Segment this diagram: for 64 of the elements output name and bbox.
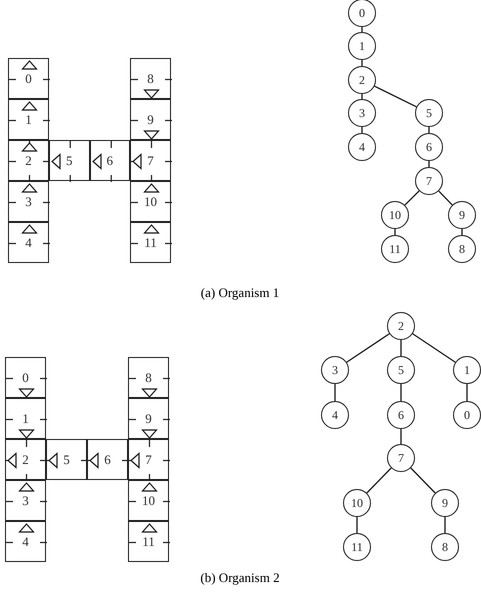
module-cell: 5 — [49, 140, 90, 181]
tree-node-circle: 8 — [448, 235, 476, 263]
module-cell: 11 — [128, 521, 169, 562]
module-cell: 9 — [130, 99, 171, 140]
tree-node-circle: 0 — [453, 401, 481, 429]
module-cell: 2 — [8, 140, 49, 181]
tree-node-circle: 3 — [348, 99, 376, 127]
tree-edge — [404, 190, 420, 206]
tree-edge — [366, 468, 392, 494]
tree-edge — [374, 86, 417, 108]
tree-edge — [334, 384, 336, 401]
figure-caption: (a) Organism 1 — [200, 285, 280, 301]
module-cell: 6 — [87, 439, 128, 480]
tree-edge — [444, 517, 446, 533]
module-cell: 3 — [8, 181, 49, 222]
module-cell: 0 — [5, 357, 46, 398]
module-cell: 8 — [130, 58, 171, 99]
tree-edge — [400, 340, 402, 356]
tree-edge — [412, 333, 456, 363]
module-cell: 0 — [8, 58, 49, 99]
tree-node-circle: 8 — [431, 533, 459, 561]
module-cell: 7 — [130, 140, 171, 181]
tree-node-circle: 7 — [387, 444, 415, 472]
tree-node-circle: 1 — [348, 32, 376, 60]
tree-edge — [438, 190, 453, 206]
tree-node-circle: 11 — [381, 235, 409, 263]
tree-node-circle: 5 — [387, 356, 415, 384]
module-cell: 4 — [8, 222, 49, 263]
module-cell: 10 — [130, 181, 171, 222]
module-cell: 11 — [130, 222, 171, 263]
module-cell: 1 — [5, 398, 46, 439]
tree-edge — [466, 384, 468, 401]
tree-node-circle: 7 — [415, 167, 443, 195]
tree-node-circle: 4 — [321, 401, 349, 429]
tree-node-circle: 9 — [448, 201, 476, 229]
module-cell: 3 — [5, 480, 46, 521]
module-cell: 5 — [46, 439, 87, 480]
tree-edge — [346, 333, 390, 363]
tree-node-circle: 6 — [387, 401, 415, 429]
tree-node-circle: 1 — [453, 356, 481, 384]
tree-node-circle: 0 — [348, 0, 376, 27]
tree-edge — [356, 517, 358, 533]
figure-caption: (b) Organism 2 — [200, 570, 280, 586]
tree-node-circle: 3 — [321, 356, 349, 384]
tree-edge — [410, 468, 436, 494]
module-cell: 1 — [8, 99, 49, 140]
tree-edge — [400, 429, 402, 444]
module-cell: 10 — [128, 480, 169, 521]
tree-node-circle: 4 — [348, 133, 376, 161]
tree-edge — [400, 384, 402, 401]
tree-node-circle: 11 — [343, 533, 371, 561]
module-cell: 7 — [128, 439, 169, 480]
tree-node-circle: 2 — [387, 312, 415, 340]
module-cell: 9 — [128, 398, 169, 439]
tree-node-circle: 5 — [415, 99, 443, 127]
module-cell: 2 — [5, 439, 46, 480]
tree-node-circle: 6 — [415, 133, 443, 161]
tree-node-circle: 2 — [348, 66, 376, 94]
tree-node-circle: 9 — [431, 489, 459, 517]
module-cell: 6 — [90, 140, 130, 181]
module-cell: 8 — [128, 357, 169, 398]
module-cell: 4 — [5, 521, 46, 562]
tree-node-circle: 10 — [381, 201, 409, 229]
tree-node-circle: 10 — [343, 489, 371, 517]
